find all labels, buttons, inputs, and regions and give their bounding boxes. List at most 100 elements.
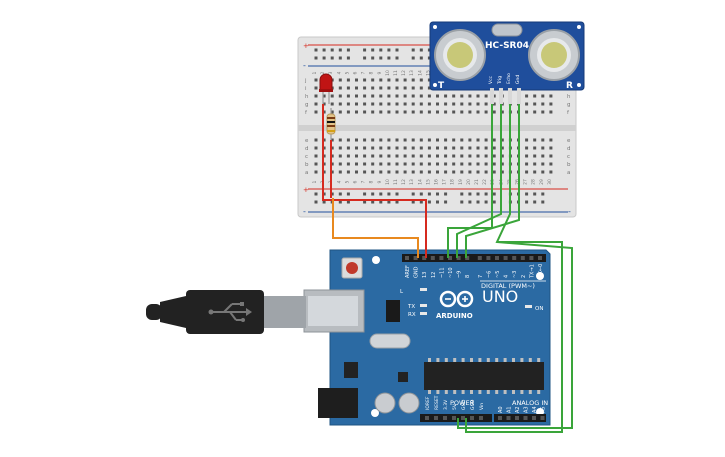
terminal-hole [363, 94, 367, 98]
sensor-t-mark: T [438, 81, 445, 91]
analog-header-hole[interactable] [532, 416, 536, 420]
small-chip [398, 372, 408, 382]
terminal-hole [419, 94, 423, 98]
column-number: 3 [328, 71, 334, 74]
terminal-hole [355, 138, 358, 142]
terminal-hole [541, 138, 545, 142]
reset-button-cap[interactable] [346, 262, 358, 274]
digital-header-hole[interactable] [477, 256, 482, 260]
row-letter: b [567, 162, 571, 168]
terminal-hole [355, 102, 358, 106]
terminal-hole [379, 110, 383, 114]
rail-hole [363, 56, 367, 60]
terminal-hole [314, 146, 318, 150]
rail-hole [387, 56, 391, 60]
column-number: 11 [393, 70, 399, 76]
power-header-hole[interactable] [425, 416, 429, 420]
l-led-label: L [400, 289, 404, 295]
terminal-hole [355, 162, 358, 166]
rail-hole [395, 48, 399, 52]
chip-pin [528, 358, 532, 362]
digital-header-hole[interactable] [422, 256, 427, 260]
digital-header-hole[interactable] [520, 256, 525, 260]
digital-header-hole[interactable] [495, 256, 499, 260]
digital-header-hole[interactable] [456, 256, 461, 260]
digital-header-hole[interactable] [439, 256, 444, 260]
power-header-hole[interactable] [443, 416, 447, 420]
rail-hole [419, 56, 423, 60]
row-letter: d [305, 146, 309, 152]
sensor-pin-label: Gnd [515, 75, 521, 84]
sensor-mount-hole-tr [577, 25, 581, 29]
column-number: 23 [490, 179, 496, 185]
sensor-header-pins [490, 88, 521, 104]
resistor-band-2 [327, 121, 335, 123]
rail-hole [314, 200, 318, 204]
terminal-hole [395, 78, 399, 82]
column-number: 22 [482, 179, 488, 185]
column-number: 8 [369, 180, 375, 183]
analog-header [494, 414, 546, 422]
analog-header-hole[interactable] [523, 416, 528, 420]
terminal-hole [403, 110, 407, 114]
terminal-hole [330, 170, 334, 174]
column-number: 12 [401, 179, 407, 185]
arduino-mount-hole-4 [371, 409, 379, 417]
power-header-hole[interactable] [470, 416, 474, 420]
rail-hole [419, 48, 423, 52]
column-number: 5 [344, 180, 350, 183]
terminal-hole [476, 170, 480, 174]
rail-hole [387, 192, 391, 196]
terminal-hole [411, 86, 415, 90]
column-number: 19 [458, 179, 464, 185]
digital-header-hole[interactable] [538, 256, 542, 260]
led[interactable] [319, 73, 333, 104]
terminal-hole [338, 154, 342, 158]
column-number: 9 [377, 180, 383, 183]
l-led [420, 288, 427, 291]
rail-hole [411, 192, 415, 196]
rail-hole [468, 200, 472, 204]
terminal-hole [338, 138, 342, 142]
power-header-hole[interactable] [479, 416, 483, 420]
terminal-hole [549, 110, 553, 114]
on-led-label: ON [535, 306, 543, 312]
digital-header-hole[interactable] [465, 256, 470, 260]
terminal-hole [371, 86, 375, 90]
digital-header-hole[interactable] [512, 256, 517, 260]
digital-header-hole[interactable] [503, 256, 508, 260]
terminal-hole [484, 154, 488, 158]
digital-header-hole[interactable] [413, 256, 418, 260]
power-pin-label: GND [461, 399, 467, 410]
led-rim [319, 89, 333, 92]
terminal-hole [403, 138, 407, 142]
analog-header-hole[interactable] [540, 416, 545, 420]
terminal-hole [468, 94, 472, 98]
analog-header-hole[interactable] [498, 416, 502, 420]
terminal-hole [379, 138, 383, 142]
analog-pin-label: A3 [524, 406, 530, 413]
power-header-hole[interactable] [434, 416, 438, 420]
chip-pin [537, 358, 541, 362]
digital-header-hole[interactable] [405, 256, 409, 260]
digital-header-hole[interactable] [430, 256, 435, 260]
power-header-hole[interactable] [461, 416, 465, 420]
chip-pin [461, 390, 465, 394]
rail-hole [314, 192, 318, 196]
rail-hole [427, 56, 431, 60]
power-header-hole[interactable] [452, 416, 456, 420]
chip-pin [537, 390, 541, 394]
rail-hole [371, 200, 375, 204]
analog-header-hole[interactable] [506, 416, 511, 420]
resistor[interactable] [326, 108, 336, 140]
chip-pin [486, 358, 490, 362]
digital-header-hole[interactable] [486, 256, 491, 260]
power-pin-label: RESET [434, 395, 440, 410]
rail-hole [541, 200, 545, 204]
digital-header-hole[interactable] [529, 256, 534, 260]
column-number: 15 [425, 70, 431, 76]
digital-header-hole[interactable] [448, 256, 452, 260]
analog-header-hole[interactable] [515, 416, 519, 420]
